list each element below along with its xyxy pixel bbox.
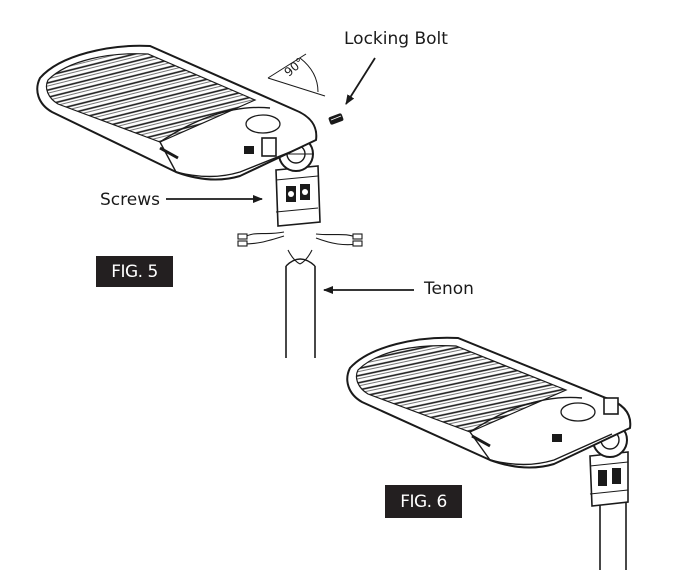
fig6-label: FIG. 6 bbox=[385, 485, 462, 518]
fig5-label: FIG. 5 bbox=[96, 256, 173, 287]
locking-bolt-part bbox=[328, 113, 344, 125]
fig6-luminaire bbox=[346, 336, 632, 570]
screws-label: Screws bbox=[100, 190, 160, 210]
callout-arrows bbox=[166, 57, 414, 294]
fig5-wires bbox=[237, 231, 363, 265]
fig6-housing bbox=[346, 336, 632, 469]
tenon-label: Tenon bbox=[424, 279, 474, 299]
fig6-pole bbox=[599, 500, 627, 570]
angle-indicator: 90° bbox=[267, 53, 326, 97]
fig5-luminaire: 90° bbox=[36, 44, 363, 358]
locking-bolt-label: Locking Bolt bbox=[344, 29, 448, 49]
locking-bolt-arrow bbox=[345, 57, 376, 105]
fig5-housing bbox=[36, 44, 318, 181]
angle-label: 90° bbox=[282, 55, 307, 79]
fig5-tenon-pole bbox=[285, 258, 316, 358]
fig6-mount-bracket bbox=[589, 422, 629, 507]
